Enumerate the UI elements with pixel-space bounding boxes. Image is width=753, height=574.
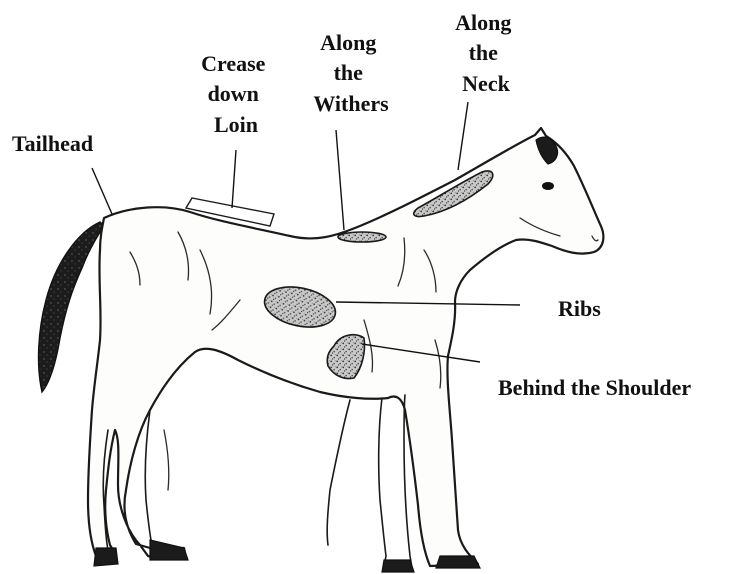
front-leg-right [327, 400, 350, 545]
leader-along-the-withers [336, 130, 344, 230]
label-ribs: Ribs [558, 296, 601, 321]
label-along-the-withers: Along the Withers [313, 30, 389, 116]
leader-along-the-neck [458, 102, 468, 170]
label-behind-the-shoulder: Behind the Shoulder [498, 375, 691, 400]
zone-along-the-withers [338, 232, 386, 242]
horse-eye [542, 182, 554, 190]
contour-line [164, 430, 169, 490]
hoof-front-left [382, 560, 414, 572]
hoof-rear-right [150, 540, 188, 560]
hoof-front-right [436, 556, 480, 568]
leader-crease-down-loin [232, 150, 236, 208]
label-tailhead: Tailhead [12, 131, 93, 156]
label-crease-down-loin: Crease down Loin [201, 51, 271, 137]
label-along-the-neck: Along the Neck [455, 10, 517, 96]
horse-tail [39, 222, 104, 392]
hoof-rear-left [94, 548, 118, 566]
rear-leg-inner [145, 410, 152, 546]
leader-tailhead [92, 168, 112, 214]
